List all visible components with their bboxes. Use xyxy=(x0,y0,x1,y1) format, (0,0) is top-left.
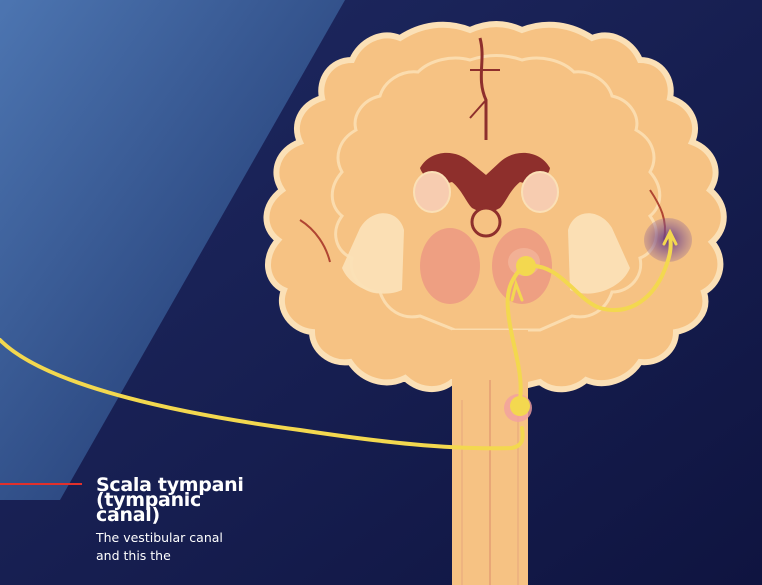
thalamic-relay-node xyxy=(516,256,536,276)
label-callout: Scala tympani (tympanic canal) The vesti… xyxy=(96,478,296,565)
caudate-right xyxy=(522,172,558,212)
third-ventricle xyxy=(472,208,500,236)
brainstem-nucleus xyxy=(510,396,530,416)
label-pointer-line xyxy=(0,483,82,485)
thalamus-left xyxy=(420,228,480,304)
label-title: Scala tympani (tympanic canal) xyxy=(96,478,296,523)
caudate-left xyxy=(414,172,450,212)
label-description: The vestibular canal and this the xyxy=(96,529,296,565)
